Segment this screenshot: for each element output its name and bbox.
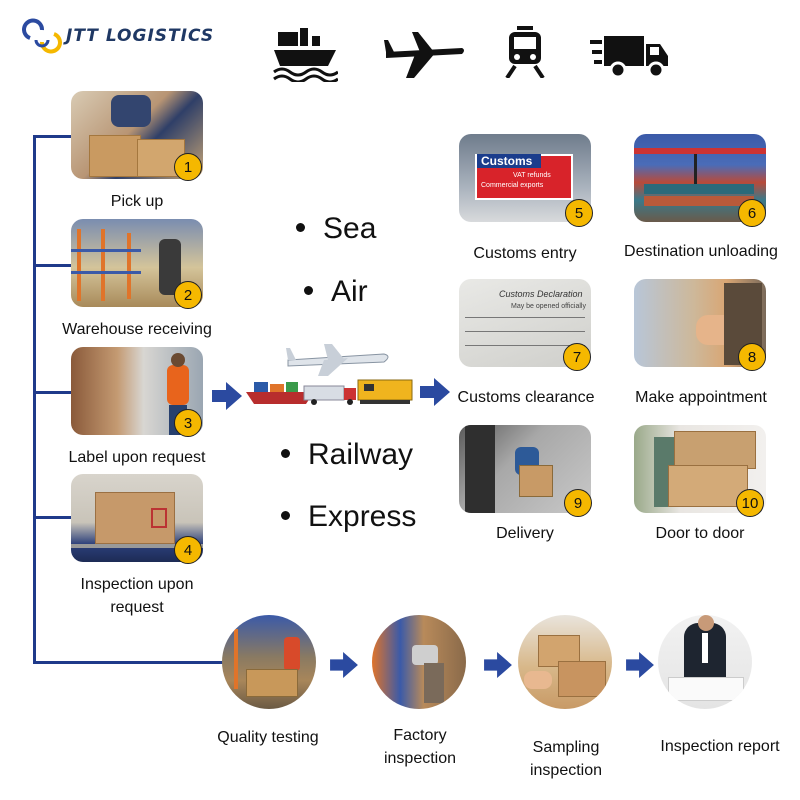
step-8-label: Make appointment [635, 389, 767, 406]
bullet-railway-text: Railway [308, 438, 414, 471]
customs-doc-line: May be opened officially [511, 303, 586, 310]
customs-sign-line1: VAT refunds [513, 172, 551, 179]
step-8-badge: 8 [738, 343, 766, 371]
step-6-badge: 6 [738, 199, 766, 227]
step-4-label-line1: Inspection upon [80, 576, 194, 593]
step-9-badge: 9 [564, 489, 592, 517]
inspection-report-image [658, 615, 752, 709]
cargo-ship-icon [246, 382, 314, 404]
step-5-label: Customs entry [473, 245, 577, 262]
container-truck-icon [303, 385, 356, 405]
step-6-label: Destination unloading [624, 243, 778, 260]
step-1-badge: 1 [174, 153, 202, 181]
multimodal-transport-illustration [246, 344, 413, 405]
bullet-sea-text: Sea [323, 212, 377, 245]
step-10-badge: 10 [736, 489, 764, 517]
step-9-label: Delivery [496, 525, 554, 542]
quality-testing-image [222, 615, 316, 709]
cargo-plane-icon [286, 344, 389, 376]
factory-inspection-label-line2: inspection [383, 750, 457, 767]
factory-inspection-label-line1: Factory [393, 727, 447, 744]
connector-line-3 [33, 391, 71, 394]
logo-text: JTT LOGISTICS [66, 26, 215, 46]
step-7-badge: 7 [563, 343, 591, 371]
step-4-badge: 4 [174, 536, 202, 564]
arrow-to-sampling-inspection [484, 652, 512, 678]
customs-doc-title: Customs Declaration [499, 289, 583, 299]
sampling-inspection-label-line1: Sampling [532, 739, 600, 756]
customs-sign-line2: Commercial exports [481, 182, 544, 189]
arrow-to-inspection-report [626, 652, 654, 678]
step-4-label: Inspection upon request [50, 573, 224, 619]
step-5-badge: 5 [565, 199, 593, 227]
connector-line-2 [33, 264, 71, 267]
customs-sign-title: Customs [477, 154, 541, 168]
connector-line-4 [33, 516, 71, 519]
logo-mark-icon [22, 18, 62, 54]
locomotive-icon [357, 379, 413, 404]
inspection-report-label: Inspection report [660, 738, 780, 755]
bullet-air-text: Air [331, 275, 368, 308]
step-4-label-line2: request [110, 599, 164, 616]
quality-testing-label: Quality testing [217, 729, 319, 746]
sampling-inspection-label: Sampling inspection [496, 736, 636, 782]
connector-line-1 [33, 135, 71, 138]
bullet-sea: Sea [296, 212, 376, 246]
logo: JTT LOGISTICS [22, 16, 242, 56]
connector-line-bottom [33, 661, 225, 664]
step-3-badge: 3 [174, 409, 202, 437]
arrow-to-customs [420, 378, 450, 406]
step-7-label: Customs clearance [457, 389, 595, 406]
factory-inspection-label: Factory inspection [350, 724, 490, 770]
bullet-air: Air [304, 275, 368, 309]
step-2-badge: 2 [174, 281, 202, 309]
step-2-label: Warehouse receiving [62, 321, 212, 338]
train-icon [505, 26, 545, 78]
truck-icon [590, 36, 668, 79]
bullet-railway: Railway [281, 438, 413, 472]
ship-icon [273, 28, 338, 82]
airplane-icon [384, 32, 464, 78]
factory-inspection-image [372, 615, 466, 709]
sampling-inspection-label-line2: inspection [529, 762, 603, 779]
arrow-to-factory-inspection [330, 652, 358, 678]
arrow-to-transport [212, 382, 242, 410]
sampling-inspection-image [518, 615, 612, 709]
connector-line-vertical [33, 135, 36, 663]
step-3-label: Label upon request [68, 449, 206, 466]
bullet-express: Express [281, 500, 416, 534]
bullet-express-text: Express [308, 500, 417, 533]
step-1-label: Pick up [110, 193, 164, 210]
step-10-label: Door to door [655, 525, 745, 542]
